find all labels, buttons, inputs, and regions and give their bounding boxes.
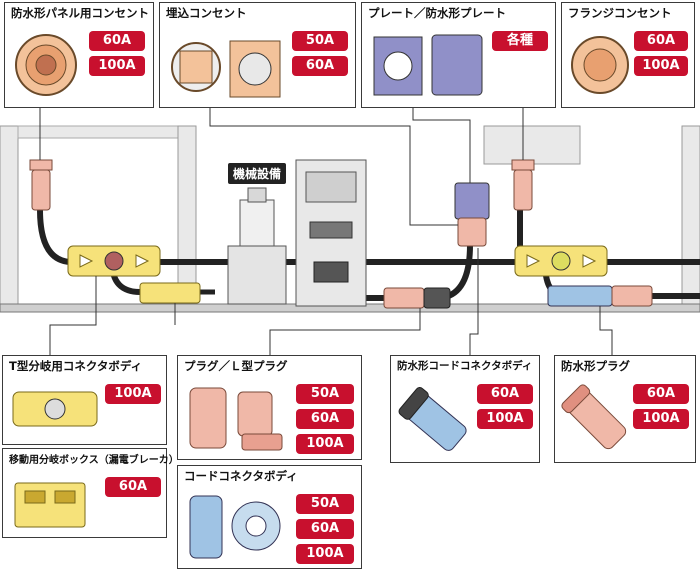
- plug-title: プラグ／Ｌ型プラグ: [184, 359, 288, 373]
- wp-plug-scene: [611, 285, 653, 307]
- plug-badge-2: 60A: [296, 409, 354, 429]
- branch-box-badge-1: 60A: [105, 477, 161, 497]
- t-branch-box[interactable]: T型分岐用コネクタボディ 100A: [2, 355, 167, 445]
- panel-outlet-badge-1: 60A: [89, 31, 145, 51]
- embedded-outlet-image: [171, 40, 281, 98]
- wp-cord-connector-title: 防水形コードコネクタボディ: [397, 360, 533, 372]
- plate-title: プレート／防水形プレート: [368, 6, 506, 20]
- embedded-outlet-box[interactable]: 埋込コンセント 50A 60A: [159, 2, 356, 108]
- flange-outlet-plug: [513, 169, 533, 211]
- cord-connector-image: [189, 495, 281, 559]
- t-branch-badge-1: 100A: [105, 384, 161, 404]
- cord-connector-badge-3: 100A: [296, 544, 354, 564]
- right-wall-box: [483, 125, 581, 165]
- t-branch-title: T型分岐用コネクタボディ: [9, 359, 143, 373]
- wp-cord-connector-badge-2: 100A: [477, 409, 533, 429]
- panel-outlet-box[interactable]: 防水形パネル用コンセント 60A 100A: [4, 2, 154, 108]
- flange-outlet-title: フランジコンセント: [568, 6, 672, 20]
- left-wall-top: [17, 125, 179, 139]
- wp-connector-scene: [547, 285, 613, 307]
- embedded-outlet-badge-2: 60A: [292, 56, 348, 76]
- wall-plate-plug: [457, 217, 487, 247]
- left-wall: [0, 125, 19, 312]
- plug-scene: [383, 287, 425, 309]
- plate-badge-1: 各種: [492, 31, 548, 51]
- branch-box-image: [14, 482, 86, 528]
- panel-outlet-plug: [31, 169, 51, 211]
- embedded-outlet-badge-1: 50A: [292, 31, 348, 51]
- panel-outlet-mount: [29, 159, 53, 171]
- plate-image: [373, 34, 483, 96]
- wp-cord-connector-box[interactable]: 防水形コードコネクタボディ 60A 100A: [390, 355, 540, 463]
- wp-plug-badge-1: 60A: [633, 384, 689, 404]
- panel-outlet-image: [15, 34, 77, 96]
- cord-connector-title: コードコネクタボディ: [184, 469, 298, 483]
- plug-box[interactable]: プラグ／Ｌ型プラグ 50A 60A 100A: [177, 355, 362, 460]
- branch-box-title: 移動用分岐ボックス（漏電ブレーカ）: [9, 455, 179, 466]
- wp-plug-title: 防水形プラグ: [561, 359, 630, 373]
- machine-base: [227, 245, 287, 305]
- plug-badge-3: 100A: [296, 434, 354, 454]
- wp-plug-box[interactable]: 防水形プラグ 60A 100A: [554, 355, 696, 463]
- wp-plug-badge-2: 100A: [633, 409, 689, 429]
- flange-outlet-mount: [511, 159, 535, 171]
- leader-lines: [39, 108, 613, 355]
- cable-left-drop: [37, 209, 71, 265]
- panel-outlet-title: 防水形パネル用コンセント: [11, 6, 149, 20]
- branch-box-box[interactable]: 移動用分岐ボックス（漏電ブレーカ） 60A: [2, 448, 179, 538]
- cord-connector-badge-1: 50A: [296, 494, 354, 514]
- right-wall: [681, 125, 700, 312]
- flange-outlet-badge-1: 60A: [634, 31, 688, 51]
- t-branch-image: [12, 391, 98, 427]
- branch-box-scene: [139, 282, 201, 304]
- plug-image: [189, 387, 283, 451]
- wp-plug-image: [561, 384, 627, 450]
- wp-cord-connector-image: [398, 387, 467, 451]
- cord-connector-badge-2: 60A: [296, 519, 354, 539]
- machine-label: 機械設備: [228, 163, 287, 184]
- plate-box[interactable]: プレート／防水形プレート 各種: [361, 2, 556, 108]
- flange-outlet-image: [571, 36, 629, 94]
- plug-badge-1: 50A: [296, 384, 354, 404]
- embedded-outlet-title: 埋込コンセント: [166, 6, 247, 20]
- cord-connector-box[interactable]: コードコネクタボディ 50A 60A 100A: [177, 465, 362, 569]
- wall-plate: [454, 182, 490, 220]
- cord-connector-scene: [423, 287, 451, 309]
- flange-outlet-box[interactable]: フランジコンセント 60A 100A: [561, 2, 695, 108]
- panel-outlet-badge-2: 100A: [89, 56, 145, 76]
- wp-cord-connector-badge-1: 60A: [477, 384, 533, 404]
- machine-column: [239, 199, 275, 247]
- flange-outlet-badge-2: 100A: [634, 56, 688, 76]
- t-branch-center: [104, 251, 124, 271]
